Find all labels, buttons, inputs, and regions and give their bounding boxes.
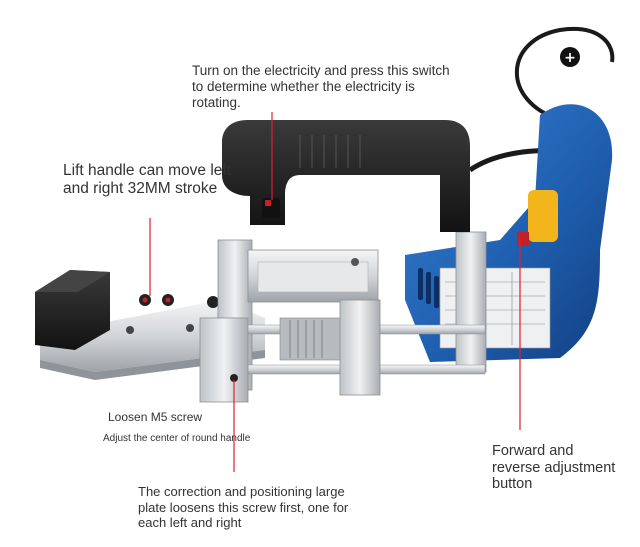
chuck-ridges bbox=[289, 320, 323, 358]
slide-carriage-face bbox=[257, 261, 369, 293]
power-switch-accent bbox=[265, 200, 271, 206]
switch-yellow bbox=[528, 190, 558, 242]
handle-grip-ribs bbox=[299, 135, 361, 168]
front-screw bbox=[230, 374, 238, 382]
callout-direction-button: Forward and reverse adjustment button bbox=[492, 443, 616, 492]
power-cord bbox=[514, 26, 615, 122]
callout-power-switch: Turn on the electricity and press this s… bbox=[192, 63, 450, 110]
carriage-bolt bbox=[351, 258, 359, 266]
vent-slots bbox=[418, 268, 439, 308]
plus-marker: + bbox=[560, 47, 580, 67]
front-block bbox=[199, 317, 249, 403]
chuck bbox=[279, 317, 351, 361]
top-handle bbox=[222, 120, 470, 232]
fence-block-top bbox=[35, 270, 110, 292]
base-screws bbox=[126, 294, 219, 334]
rear-block bbox=[339, 299, 381, 396]
svg-text:+: + bbox=[564, 50, 576, 66]
trigger-red bbox=[517, 232, 529, 246]
callout-lift-handle: Lift handle can move left and right 32MM… bbox=[63, 162, 232, 197]
callout-correction-plate: The correction and positioning large pla… bbox=[138, 484, 349, 530]
pointer-lines bbox=[149, 112, 521, 472]
frame-plate-right bbox=[455, 231, 487, 373]
callout-loosen-screw: Loosen M5 screw bbox=[108, 410, 203, 424]
callout-adjust-center: Adjust the center of round handle bbox=[103, 433, 251, 444]
